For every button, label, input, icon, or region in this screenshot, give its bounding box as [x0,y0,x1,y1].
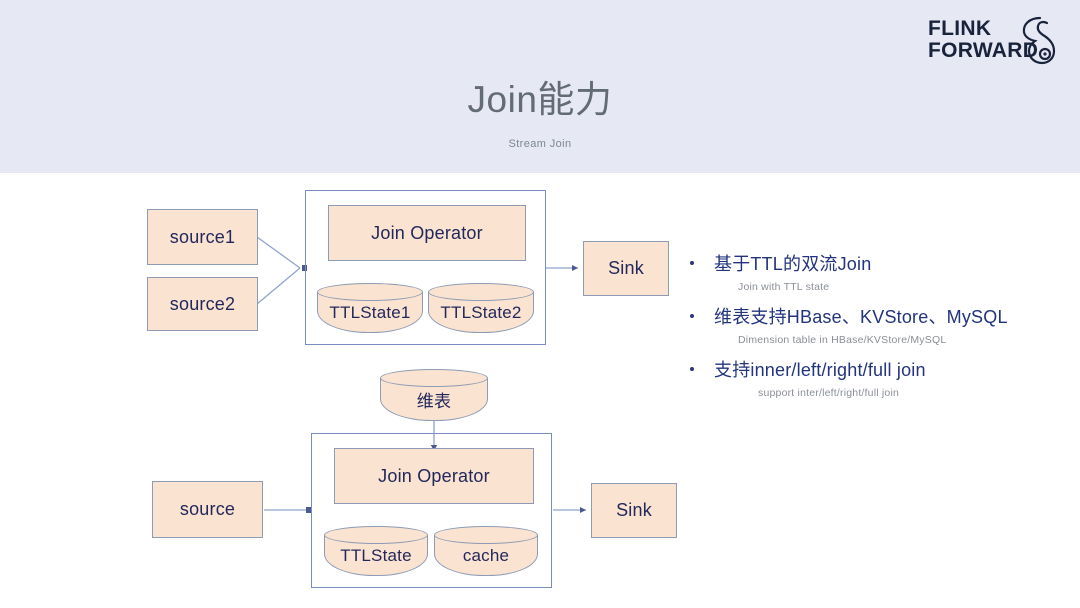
node-source1-label: source1 [169,226,236,247]
header-band [0,0,1080,173]
node-sink-stream-label: Sink [608,258,644,278]
node-join-operator-stream-label: Join Operator [371,222,483,243]
bullet-item-1: 基于TTL的双流Join Join with TTL state [690,252,1060,293]
cylinder-ttlstate2[interactable]: TTLState2 [428,283,534,333]
node-source1[interactable]: source1 [147,209,258,265]
bullet-dot-icon [690,314,694,318]
node-join-operator-dim-label: Join Operator [378,465,490,486]
cylinder-ttlstate1-label: TTLState1 [329,302,411,322]
node-source-label: source [179,499,236,519]
node-source2-label: source2 [169,293,236,314]
squirrel-icon [1022,16,1056,65]
node-sink-dim[interactable]: Sink [591,483,677,538]
bullet-item-3: 支持inner/left/right/full join support int… [690,358,1060,399]
cylinder-dimension-table[interactable]: 维表 [380,369,488,421]
cylinder-ttlstate1[interactable]: TTLState1 [317,283,423,333]
bullet-item-3-subtitle: support inter/left/right/full join [758,387,900,399]
cylinder-cache-label: cache [462,545,510,565]
cylinder-dimension-table-label: 维表 [416,392,452,411]
node-join-operator-dim[interactable]: Join Operator [334,448,534,504]
bullet-item-3-title: 支持inner/left/right/full join [714,360,926,380]
node-source2[interactable]: source2 [147,277,258,331]
node-sink-dim-label: Sink [616,500,652,520]
cylinder-dimension-table-cap [380,369,488,387]
feature-bullet-list: 基于TTL的双流Join Join with TTL state 维表支持HBa… [690,252,1060,406]
page-subtitle: Stream Join [508,138,572,150]
dim-join-task-container [311,433,552,588]
page-title: Join能力 [467,79,613,120]
bullet-item-2: 维表支持HBase、KVStore、MySQL Dimension table … [690,305,1060,346]
bullet-item-2-subtitle: Dimension table in HBase/KVStore/MySQL [738,334,947,346]
bullet-item-2-title: 维表支持HBase、KVStore、MySQL [714,307,1008,327]
node-source[interactable]: source [152,481,263,538]
bullet-dot-icon [690,367,694,371]
logo-text: FLINK FORWARD [928,18,1038,62]
logo-line-2: FORWARD [928,39,1039,62]
node-sink-stream[interactable]: Sink [583,241,669,296]
cylinder-ttlstate-label: TTLState [340,545,412,565]
bullet-item-1-title: 基于TTL的双流Join [714,254,872,274]
cylinder-cache[interactable]: cache [434,526,538,576]
logo-line-1: FLINK [928,17,992,40]
cylinder-ttlstate[interactable]: TTLState [324,526,428,576]
bullet-dot-icon [690,261,694,265]
flink-forward-logo: FLINK FORWARD [928,12,1058,70]
stream-join-task-container [305,190,546,345]
cylinder-ttlstate1-cap [317,283,423,301]
node-join-operator-stream[interactable]: Join Operator [328,205,526,261]
cylinder-ttlstate2-label: TTLState2 [440,302,522,322]
cylinder-ttlstate2-cap [428,283,534,301]
bullet-item-1-subtitle: Join with TTL state [738,281,830,293]
cylinder-ttlstate-cap [324,526,428,544]
cylinder-cache-cap [434,526,538,544]
